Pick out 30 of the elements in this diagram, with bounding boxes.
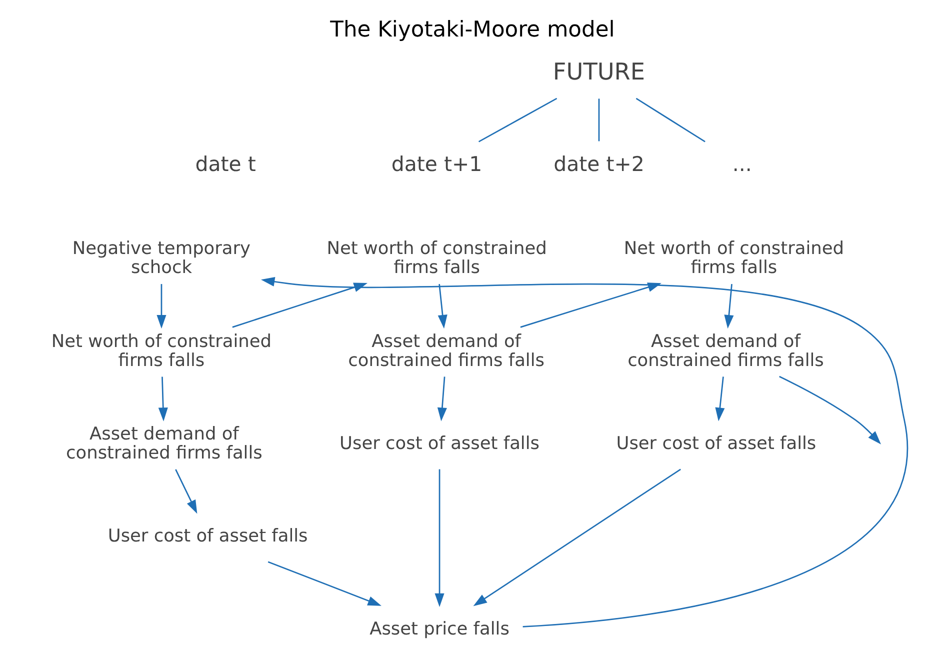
diagram-title: The Kiyotaki-Moore model bbox=[330, 18, 615, 43]
arrow bbox=[437, 376, 447, 422]
arrow bbox=[715, 376, 725, 422]
node-text: Net worth of constrained firms falls bbox=[51, 332, 272, 371]
arrow bbox=[520, 282, 662, 328]
label: FUTURE bbox=[552, 58, 646, 86]
node-text: Asset price falls bbox=[370, 619, 510, 640]
label: ... bbox=[732, 152, 752, 176]
node-text: Asset demand of constrained firms falls bbox=[628, 332, 824, 371]
label: date t bbox=[195, 152, 256, 176]
node-text: User cost of asset falls bbox=[340, 434, 540, 454]
arrow bbox=[779, 376, 882, 444]
arrow bbox=[268, 561, 382, 606]
arrow bbox=[175, 469, 198, 514]
label: date t+1 bbox=[391, 152, 482, 176]
arrow bbox=[724, 284, 734, 329]
label: date t+2 bbox=[554, 152, 644, 176]
node-text: User cost of asset falls bbox=[108, 526, 308, 547]
arrow bbox=[156, 284, 166, 329]
arrow bbox=[261, 276, 908, 628]
node-text: Net worth of constrained firms falls bbox=[326, 239, 547, 278]
node-text: User cost of asset falls bbox=[616, 434, 816, 454]
arrow bbox=[438, 284, 448, 329]
node-text: Asset demand of constrained firms falls bbox=[66, 424, 262, 464]
arrow bbox=[158, 376, 168, 422]
node-text: Net worth of constrained firms falls bbox=[624, 239, 844, 278]
node-text: Asset demand of constrained firms falls bbox=[348, 332, 544, 371]
arrow bbox=[473, 468, 681, 606]
node-text: Negative temporary schock bbox=[72, 239, 251, 278]
arrow bbox=[434, 469, 444, 608]
